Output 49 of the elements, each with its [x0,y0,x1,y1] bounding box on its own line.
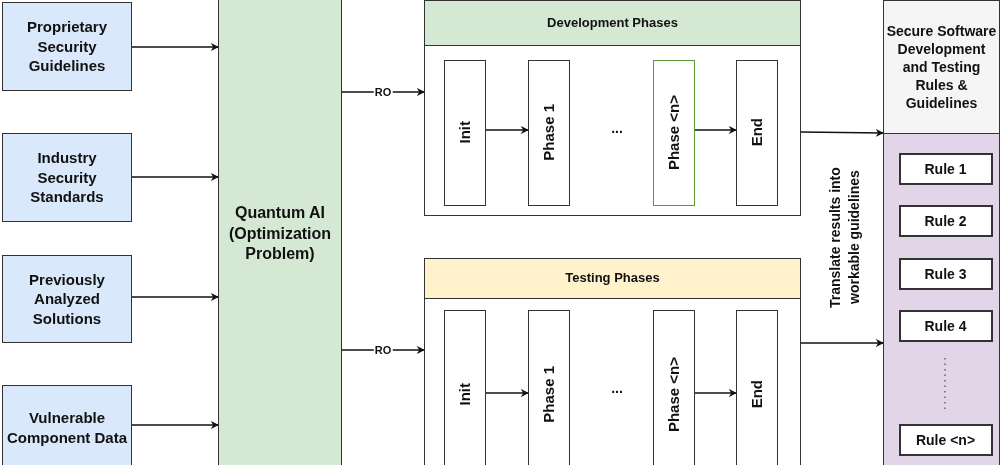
phase-box [527,59,570,206]
arrow [800,339,884,347]
arrow [485,389,529,397]
phase-label: Init [456,383,473,406]
edge-label: RO [373,344,393,356]
arrow [131,421,219,429]
group-header: Secure Software Development and Testing Rules & Guidelines [884,1,999,134]
phase-box [443,59,486,206]
arrow [694,126,737,134]
phase-label: Phase 1 [540,366,557,423]
phase-box [652,59,695,206]
edge-label: RO [373,86,393,98]
arrow [131,43,219,51]
arrow [800,128,884,137]
source-box [2,2,132,91]
phase-box [443,309,486,465]
rules-panel [883,0,1000,465]
node-text: Previously Analyzed Solutions [28,269,106,329]
group-header: Development Phases [425,1,800,46]
phase-group [424,0,801,216]
ellipsis-text: ... [610,120,624,136]
phase-label: Phase 1 [540,104,557,161]
node-text: Vulnerable Component Data [7,408,127,447]
phase-box [527,309,570,465]
process-box [218,0,342,465]
phase-label: End [748,118,765,147]
arrow [131,173,219,181]
arrow [131,293,219,301]
phase-label: End [748,380,765,409]
source-box [2,255,132,343]
phase-label: Phase <n> [665,356,682,432]
group-header: Testing Phases [425,259,800,299]
source-box [2,133,132,222]
node-text: Quantum AI (Optimization Problem) [227,202,333,265]
phase-group [424,258,801,465]
node-text: Proprietary Security Guidelines [25,17,108,76]
arrow [694,389,737,397]
phase-label: Init [456,121,473,144]
phase-box [735,309,778,465]
source-box [2,385,132,465]
phase-label: Phase <n> [665,94,682,170]
annotation-text: Translate results into workable guidelines [826,166,863,310]
arrow [341,346,425,354]
phase-box [652,309,695,465]
phase-box [735,59,778,206]
ellipsis-text: ... [610,380,624,396]
node-text: Industry Security Standards [29,148,105,207]
arrow [341,88,425,96]
arrow [485,126,529,134]
